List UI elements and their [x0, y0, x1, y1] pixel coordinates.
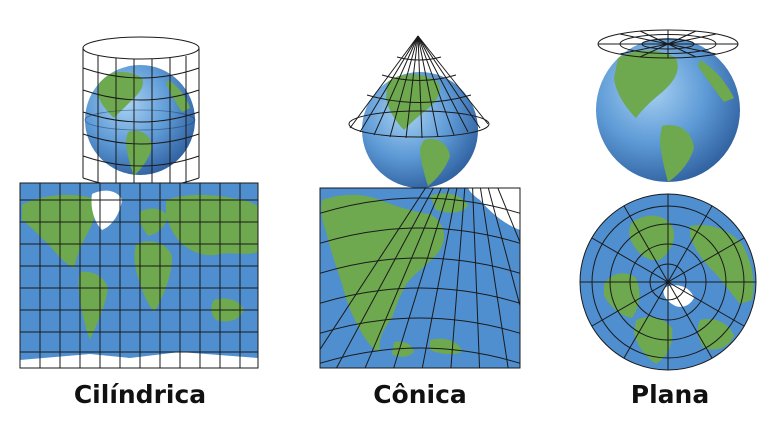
conic-label: Cônica — [373, 380, 467, 409]
planar-map — [579, 193, 757, 371]
cylindrical-label: Cilíndrica — [73, 380, 207, 409]
cylindrical-projection — [19, 36, 259, 369]
planar-projection — [579, 29, 757, 371]
planar-globe — [596, 38, 740, 182]
cylindrical-map — [19, 182, 259, 369]
conic-map — [319, 187, 521, 369]
cone-grid — [348, 35, 490, 139]
cylindrical-globe — [84, 65, 196, 175]
plane-grid — [597, 29, 739, 59]
cylinder-grid — [82, 36, 200, 189]
planar-label: Plana — [630, 380, 710, 409]
conic-projection — [319, 35, 521, 369]
